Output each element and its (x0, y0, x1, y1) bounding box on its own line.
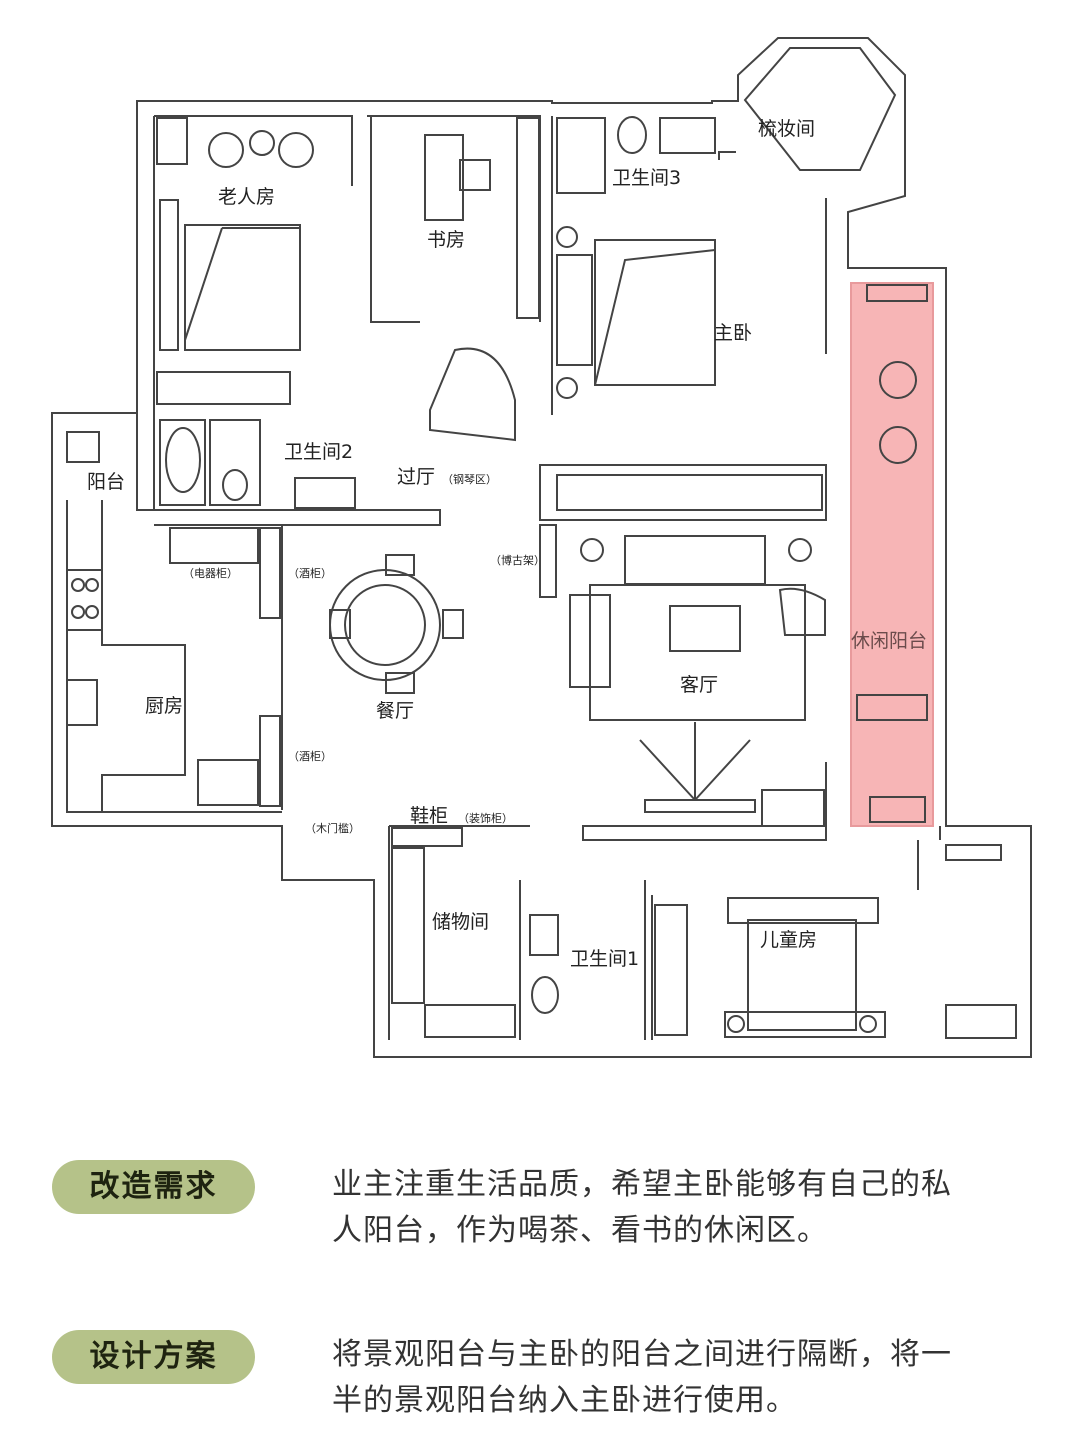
note-appliance: （电器柜） (183, 567, 238, 580)
tag-design: 设计方案 (52, 1330, 255, 1384)
desc-line: 人阳台，作为喝茶、看书的休闲区。 (332, 1213, 828, 1248)
label-living: 客厅 (680, 674, 718, 696)
tag-requirement: 改造需求 (52, 1160, 255, 1214)
note-curio: （博古架） (490, 554, 545, 567)
label-master: 主卧 (714, 322, 752, 344)
desc-line: 将景观阳台与主卧的阳台之间进行隔断，将一 (332, 1337, 952, 1372)
label-kids: 儿童房 (760, 929, 817, 951)
note-deco: （装饰柜） (458, 811, 513, 825)
label-balcony: 阳台 (87, 471, 125, 493)
label-leisure: 休闲阳台 (851, 630, 927, 652)
note-wine2: （酒柜） (288, 750, 332, 763)
outer-wall (51, 37, 1032, 1058)
desc-line: 业主注重生活品质，希望主卧能够有自己的私 (332, 1167, 952, 1202)
leisure-balcony-highlight (850, 282, 934, 827)
note-hall: （钢琴区） (442, 473, 497, 486)
floor-plan: 老人房 书房 卫生间3 梳妆间 主卧 卫生间2 阳台 过厅 厨房 餐厅 客厅 休… (51, 37, 1032, 1058)
label-study: 书房 (427, 229, 465, 251)
label-bath1: 卫生间1 (570, 948, 639, 970)
label-dining: 餐厅 (376, 700, 414, 722)
desc-design: 将景观阳台与主卧的阳台之间进行隔断，将一 半的景观阳台纳入主卧进行使用。 (332, 1332, 1042, 1424)
inner-wall (66, 115, 941, 1040)
label-kitchen: 厨房 (145, 695, 183, 717)
label-bath2: 卫生间2 (284, 441, 353, 463)
note-wine1: （酒柜） (288, 567, 332, 580)
label-bath3: 卫生间3 (612, 167, 681, 189)
label-hall: 过厅 (397, 466, 435, 488)
label-elder-room: 老人房 (218, 186, 275, 208)
label-shoe: 鞋柜 (410, 805, 448, 827)
desc-requirement: 业主注重生活品质，希望主卧能够有自己的私 人阳台，作为喝茶、看书的休闲区。 (332, 1162, 1042, 1254)
desc-line: 半的景观阳台纳入主卧进行使用。 (332, 1383, 797, 1418)
note-sill: （木门槛） (305, 821, 360, 835)
label-dressing: 梳妆间 (758, 118, 815, 140)
label-storage: 储物间 (432, 911, 489, 933)
